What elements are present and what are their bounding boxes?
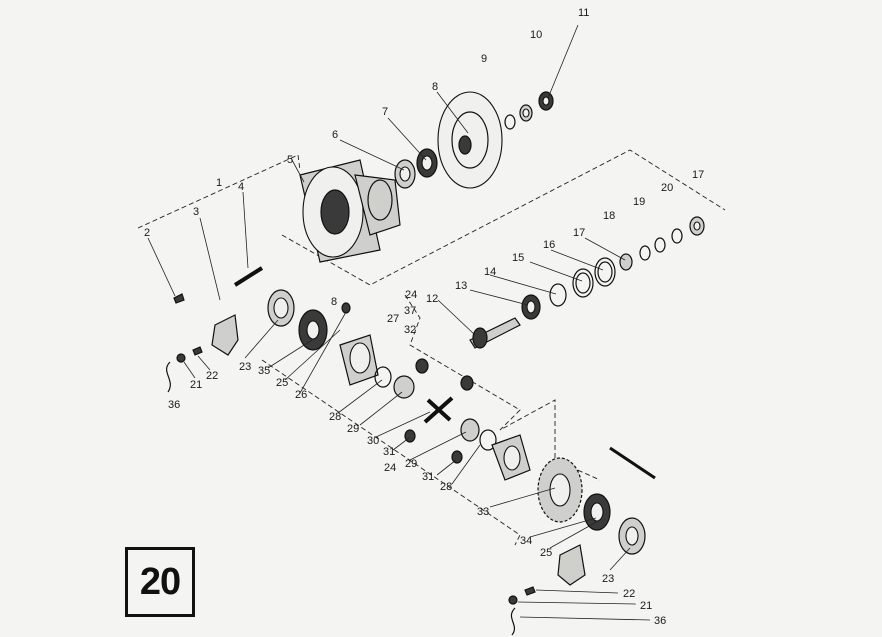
page-number: 20 xyxy=(139,560,181,603)
stud-part-4 xyxy=(233,266,264,287)
callout-31: 31 xyxy=(383,446,395,458)
bolt-part-2 xyxy=(173,293,185,304)
washer-part-18 xyxy=(639,245,651,261)
callout-36: 36 xyxy=(168,399,180,411)
callout-25: 25 xyxy=(276,377,288,389)
callout-13: 13 xyxy=(455,280,467,292)
wire-part-36-right xyxy=(510,607,516,636)
washer-part-28-left xyxy=(374,366,392,388)
ring-part-15 xyxy=(572,268,594,298)
leader-lines xyxy=(147,24,651,621)
callout-5: 5 xyxy=(287,154,293,166)
callout-15: 15 xyxy=(512,252,524,264)
page-number-badge: 20 xyxy=(125,547,195,617)
callout-24: 24 xyxy=(405,289,417,301)
gear-part-29-left xyxy=(393,375,415,399)
wire-part-36-left xyxy=(165,361,171,393)
diff-case-part-27 xyxy=(339,334,379,386)
bearing-part-23-right xyxy=(618,517,646,555)
callout-22-b: 22 xyxy=(623,588,635,600)
callout-11: 11 xyxy=(578,7,589,19)
callout-32: 32 xyxy=(404,324,416,336)
callout-19: 19 xyxy=(633,196,645,208)
callout-30: 30 xyxy=(367,435,379,447)
bolt-part-21-22-right xyxy=(508,586,536,605)
callout-18: 18 xyxy=(603,210,615,222)
callout-29-b: 29 xyxy=(405,458,417,470)
ring-gear-part-34 xyxy=(537,457,583,523)
callout-14: 14 xyxy=(484,266,496,278)
bolt-part-21-22-left xyxy=(176,346,203,363)
callout-34: 34 xyxy=(520,535,532,547)
callout-17-b: 17 xyxy=(573,227,585,239)
callout-28: 28 xyxy=(329,411,341,423)
nut-part-11 xyxy=(538,91,554,111)
ring-part-16 xyxy=(594,257,616,287)
callout-8-b: 8 xyxy=(331,296,337,308)
bearing-part-25-right xyxy=(583,493,611,531)
callout-27: 27 xyxy=(387,313,399,325)
callout-3: 3 xyxy=(193,206,199,218)
callout-22: 22 xyxy=(206,370,218,382)
callout-23-b: 23 xyxy=(602,573,614,585)
housing-part-5 xyxy=(299,159,401,263)
callout-24-b: 24 xyxy=(384,462,396,474)
callout-2: 2 xyxy=(144,227,150,239)
nut-part-17-end xyxy=(689,216,705,236)
cross-shaft-part-30 xyxy=(423,396,454,424)
callout-23: 23 xyxy=(239,361,251,373)
callout-16: 16 xyxy=(543,239,555,251)
bearing-part-13 xyxy=(521,294,541,320)
callout-28-b: 28 xyxy=(440,481,452,493)
callout-26: 26 xyxy=(295,389,307,401)
washer-part-9 xyxy=(504,114,516,130)
callout-33: 33 xyxy=(477,506,489,518)
callout-9: 9 xyxy=(481,53,487,65)
callout-29: 29 xyxy=(347,423,359,435)
callout-10: 10 xyxy=(530,29,542,41)
callout-4: 4 xyxy=(238,181,244,193)
callout-36-b: 36 xyxy=(654,615,666,627)
nut-part-10 xyxy=(519,104,533,122)
long-bolt xyxy=(609,446,656,480)
pinion-gear-upper xyxy=(415,358,474,391)
callout-1: 1 xyxy=(216,177,222,189)
bearing-part-23-left xyxy=(267,289,295,327)
pinion-gear-part-31 xyxy=(404,429,463,464)
bolt-part-8-small xyxy=(341,302,351,314)
assembly-outline-lower xyxy=(404,294,601,481)
washer-part-20 xyxy=(671,228,683,244)
seal-part-6 xyxy=(394,159,416,189)
callout-7: 7 xyxy=(382,106,388,118)
spacer-part-17 xyxy=(619,253,633,271)
callout-21-b: 21 xyxy=(640,600,652,612)
bracket-part-right xyxy=(557,544,586,586)
callout-20: 20 xyxy=(661,182,673,194)
pinion-part-12 xyxy=(469,317,521,349)
callout-21: 21 xyxy=(190,379,202,391)
callout-17: 17 xyxy=(692,169,704,181)
shim-part-14 xyxy=(549,283,567,307)
callout-6: 6 xyxy=(332,129,338,141)
gear-part-29-right xyxy=(460,418,497,451)
callout-25-b: 25 xyxy=(540,547,552,559)
washer-part-19 xyxy=(654,237,666,253)
callout-12: 12 xyxy=(426,293,438,305)
bearing-part-25-left xyxy=(298,309,328,351)
callout-labels: 11 10 9 8 7 6 5 1 3 4 2 17 20 19 18 17 1… xyxy=(144,7,704,627)
diff-case-part-33 xyxy=(491,434,531,481)
callout-31-b: 31 xyxy=(422,471,434,483)
brake-disc-part-8 xyxy=(437,91,503,189)
callout-37: 37 xyxy=(404,305,416,317)
callout-8: 8 xyxy=(432,81,438,93)
callout-35: 35 xyxy=(258,365,270,377)
bracket-part-3 xyxy=(211,314,239,356)
